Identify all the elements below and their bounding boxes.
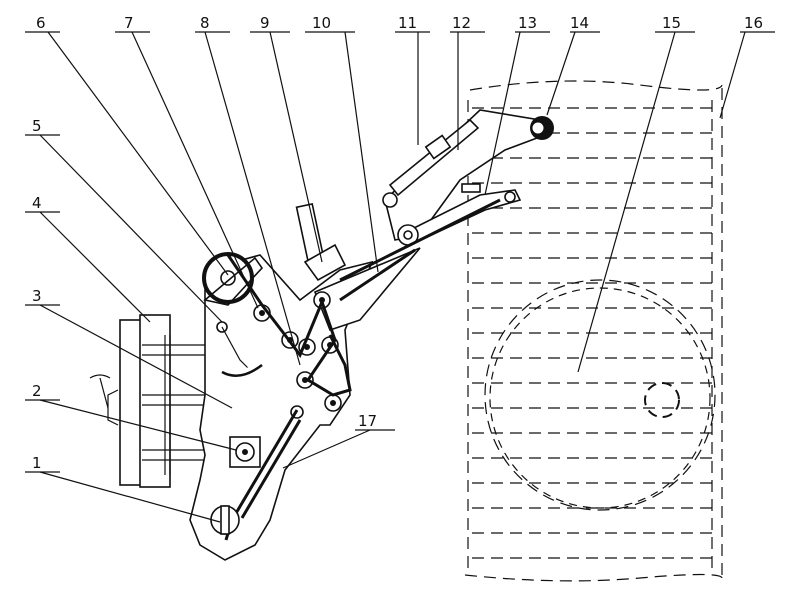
- large-drum: [484, 279, 716, 511]
- side-plate: [89, 314, 205, 488]
- callout-8: 8: [200, 14, 210, 32]
- callout-13: 13: [518, 14, 537, 32]
- callout-labels: 1 2 3 4 5 6 7 8 9 10 11 12 13 14 15 16 1…: [32, 14, 763, 472]
- pressure-roller: [530, 116, 554, 140]
- callout-5: 5: [32, 117, 42, 135]
- callout-12: 12: [452, 14, 471, 32]
- callout-11: 11: [398, 14, 417, 32]
- callout-7: 7: [124, 14, 134, 32]
- adjust-knob: [229, 436, 261, 468]
- callout-14: 14: [570, 14, 589, 32]
- callout-2: 2: [32, 382, 42, 400]
- callout-6: 6: [36, 14, 46, 32]
- upper-reel: [202, 252, 264, 306]
- roll-stack: [464, 80, 723, 582]
- leader-lines: [25, 31, 775, 523]
- lever-handle: [295, 202, 347, 282]
- callout-3: 3: [32, 287, 42, 305]
- callout-10: 10: [312, 14, 331, 32]
- callout-15: 15: [662, 14, 681, 32]
- callout-9: 9: [260, 14, 270, 32]
- callout-4: 4: [32, 194, 42, 212]
- linkage-arm: [313, 247, 421, 331]
- lower-reel: [210, 505, 240, 535]
- upper-arm: [339, 109, 547, 282]
- callout-1: 1: [32, 454, 42, 472]
- callout-17: 17: [358, 412, 377, 430]
- callout-16: 16: [744, 14, 763, 32]
- main-frame: [189, 254, 374, 561]
